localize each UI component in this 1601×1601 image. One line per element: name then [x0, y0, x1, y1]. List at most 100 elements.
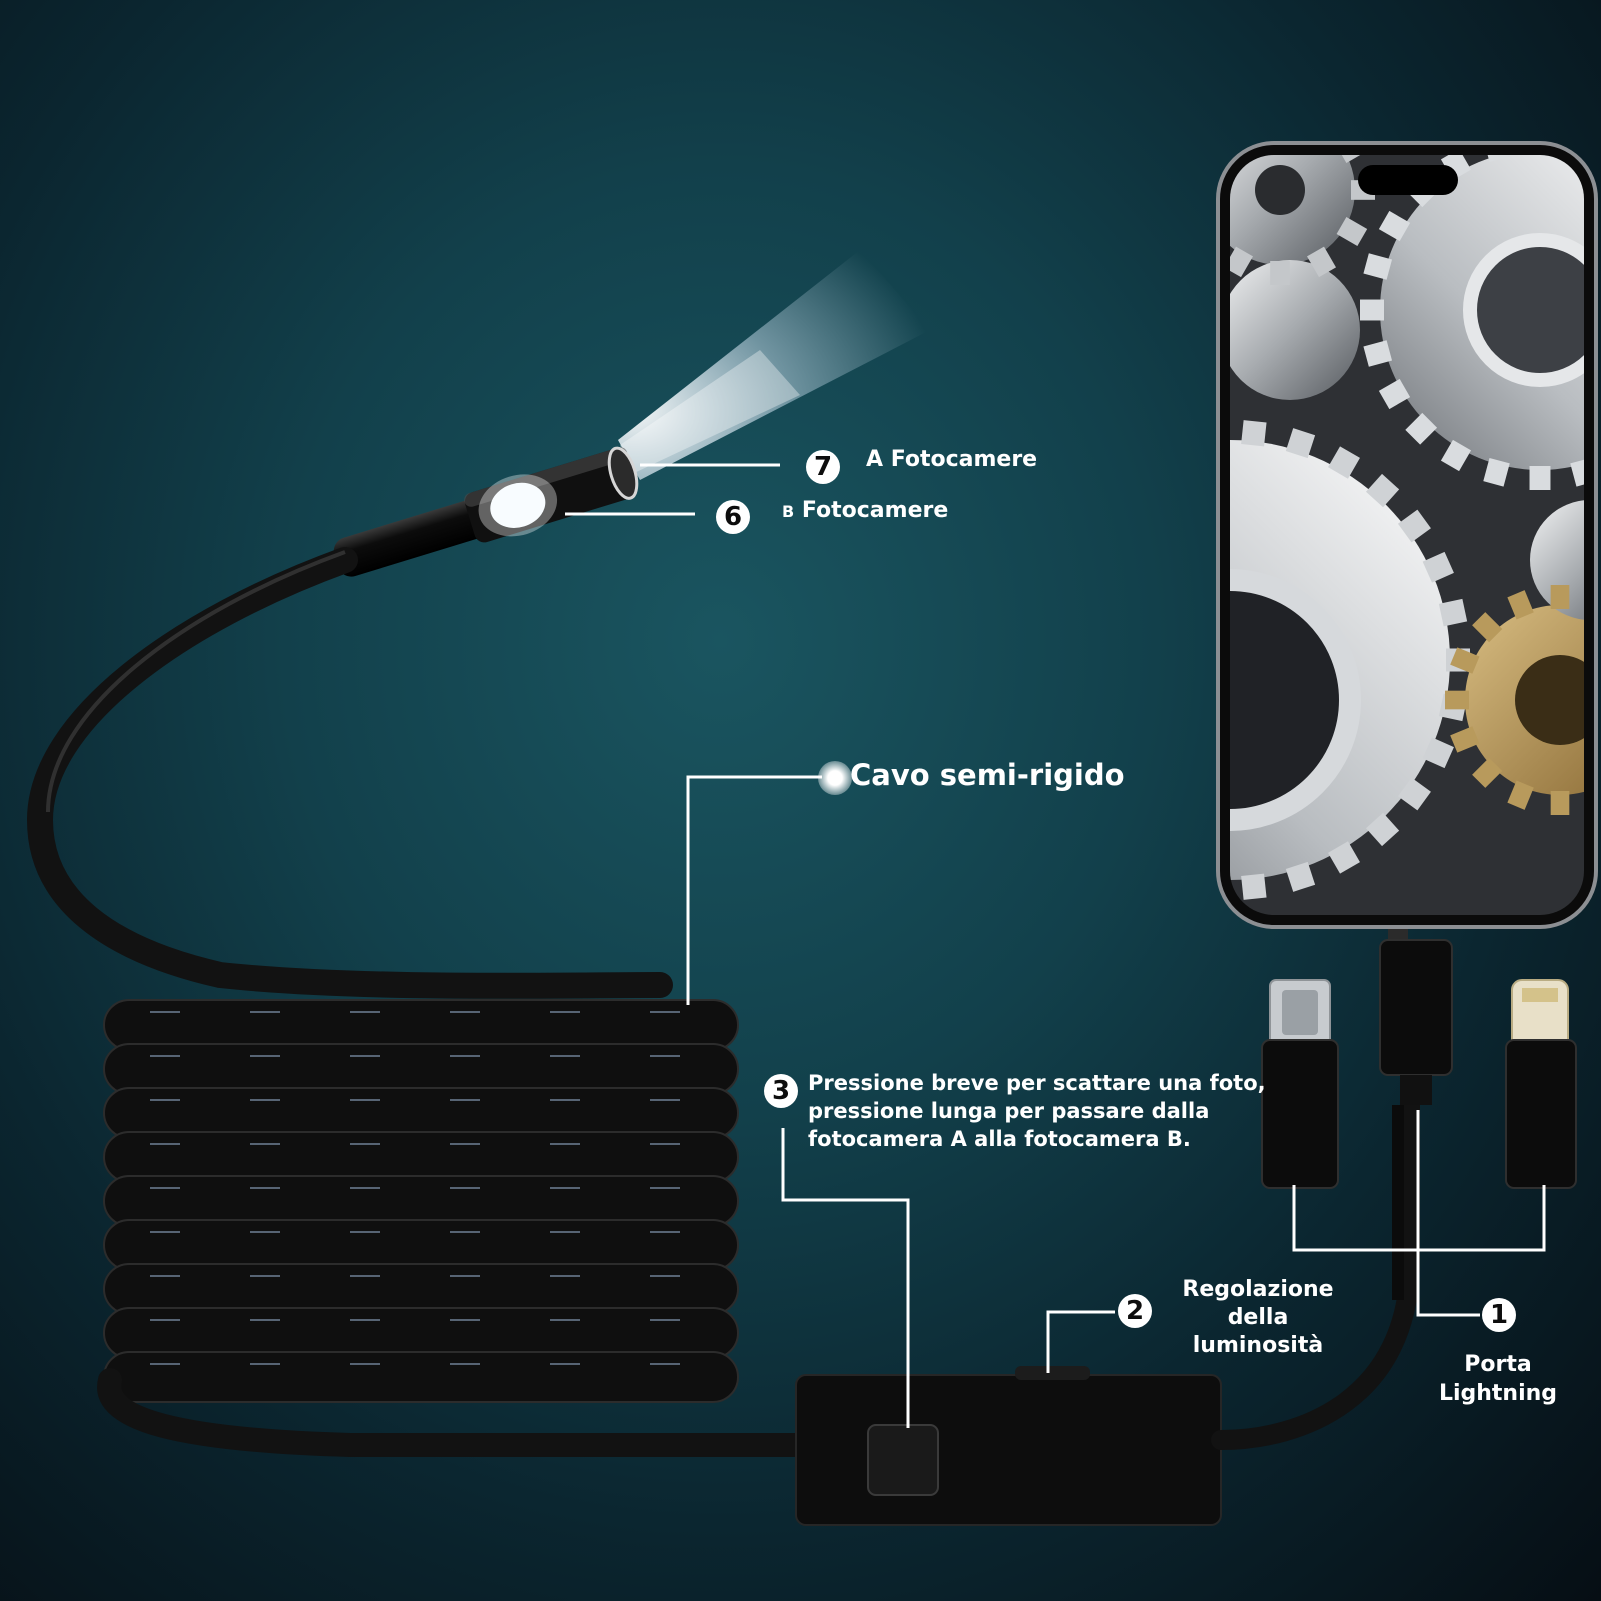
gear-tooth	[1185, 180, 1209, 200]
semi-rigid-cable	[26, 547, 673, 999]
callout-3-line-2: pressione lunga per passare dalla	[808, 1099, 1210, 1123]
callout-5-badge: 5	[818, 761, 852, 795]
callout-3-badge: 3	[764, 1074, 798, 1108]
callout-2-line-3: luminosità	[1192, 1333, 1324, 1358]
coil-winding	[103, 1351, 739, 1403]
gear-tooth	[1529, 466, 1551, 490]
led-light-icon	[490, 482, 546, 528]
gear-tooth	[1483, 457, 1510, 487]
callout-3-line-3: fotocamera A alla fotocamera B.	[808, 1127, 1191, 1151]
gear-tooth	[1328, 841, 1360, 874]
gear-tooth	[1363, 253, 1393, 280]
gear-tooth	[1550, 585, 1570, 609]
callout-6-label: B Fotocamere	[782, 498, 948, 525]
gear-tooth	[1306, 246, 1337, 278]
leader-lines	[565, 463, 1546, 1428]
control-button-icon	[867, 1424, 939, 1496]
camera-a-letter: A	[866, 447, 884, 472]
callout-3-line-1: Pressione breve per scattare una foto,	[808, 1071, 1266, 1095]
gear-tooth	[1224, 103, 1253, 134]
smartphone	[990, 95, 1598, 929]
control-box	[795, 1366, 1222, 1526]
gear-tooth	[1397, 509, 1431, 543]
callout-2-badge: 2	[1118, 1294, 1152, 1328]
gear-tooth	[1378, 378, 1411, 410]
coil-winding	[103, 1131, 739, 1183]
callout-5-label: Cavo semi-rigido	[850, 758, 1125, 792]
gear-tooth	[1507, 590, 1534, 620]
gear-tooth	[1472, 612, 1503, 643]
micro-usb-connector-icon	[1261, 979, 1339, 1189]
gear-tooth	[1328, 446, 1360, 479]
gear-tooth	[1006, 552, 1037, 583]
gear-tooth	[1422, 551, 1454, 583]
gear-tooth	[993, 599, 1021, 627]
gear-tooth	[1193, 420, 1218, 446]
light-beam	[618, 250, 930, 480]
gear-tooth	[1193, 134, 1224, 163]
gear-tooth	[1438, 598, 1468, 627]
cable-coil	[103, 999, 739, 1403]
gear-tooth	[1405, 412, 1438, 445]
gear-tooth	[1570, 457, 1584, 487]
gear-tooth	[1270, 261, 1290, 285]
coil-winding	[103, 1087, 739, 1139]
gear-tooth	[1365, 812, 1400, 847]
camera-lens-icon	[607, 446, 639, 500]
gear-tooth	[1472, 757, 1503, 788]
lightning-connector-icon	[1505, 979, 1577, 1189]
gear-tooth	[1285, 428, 1316, 459]
callout-3-label: Pressione breve per scattare una foto, p…	[808, 1069, 1266, 1153]
camera-a-text: Fotocamere	[890, 447, 1038, 472]
usb-c-connector-icon	[1379, 920, 1453, 1105]
gear-tooth	[1365, 473, 1400, 508]
coil-winding	[103, 999, 739, 1051]
gear-tooth	[1360, 299, 1384, 321]
callout-7-label: A Fotocamere	[866, 447, 1037, 474]
gear-tooth	[1270, 95, 1290, 119]
camera-b-letter: B	[782, 502, 795, 521]
gear-tooth	[990, 648, 1014, 671]
gear-tooth	[1145, 428, 1174, 458]
gear-tooth	[1397, 777, 1431, 811]
coil-winding	[103, 1175, 739, 1227]
gear-tooth	[1550, 791, 1570, 815]
callout-7-badge: 7	[806, 450, 840, 484]
callout-2-line-1: Regolazione	[1182, 1277, 1334, 1302]
gear-tooth	[1061, 813, 1094, 846]
gear-tooth	[993, 694, 1021, 722]
gear-tooth	[1061, 474, 1094, 507]
coil-winding	[103, 1219, 739, 1271]
callout-1-badge: 1	[1482, 1298, 1516, 1332]
gear-tooth	[1450, 647, 1480, 674]
gear-tooth	[1507, 780, 1534, 810]
gear-tooth	[1241, 873, 1267, 900]
phone-screen-gears	[990, 95, 1584, 915]
callout-6-badge: 6	[716, 500, 750, 534]
callout-2-label: Regolazione della luminosità	[1168, 1276, 1348, 1360]
gear-tooth	[1145, 862, 1174, 892]
camera-probe	[333, 446, 639, 577]
callout-1-line-1: Porta	[1464, 1352, 1532, 1377]
camera-b-text: Fotocamere	[801, 498, 949, 523]
callout-1-label: Porta Lightning	[1418, 1350, 1578, 1408]
coil-winding	[103, 1263, 739, 1315]
gear-tooth	[1307, 103, 1336, 134]
gear-tooth	[1445, 690, 1469, 710]
gear-tooth	[1378, 210, 1411, 242]
gear-tooth	[1193, 874, 1218, 900]
coil-winding	[103, 1307, 739, 1359]
gear-tooth	[1100, 446, 1132, 478]
callout-2-line-2: della	[1227, 1305, 1289, 1330]
gear-tooth	[1336, 216, 1368, 247]
gear-tooth	[1336, 155, 1368, 164]
gear-tooth	[1029, 510, 1062, 543]
gear-tooth	[1241, 420, 1267, 447]
gear-tooth	[1363, 340, 1393, 367]
gear-tooth	[1450, 726, 1480, 753]
gear-tooth	[1440, 439, 1472, 472]
gear-tooth	[1100, 841, 1132, 873]
coil-winding	[103, 1043, 739, 1095]
